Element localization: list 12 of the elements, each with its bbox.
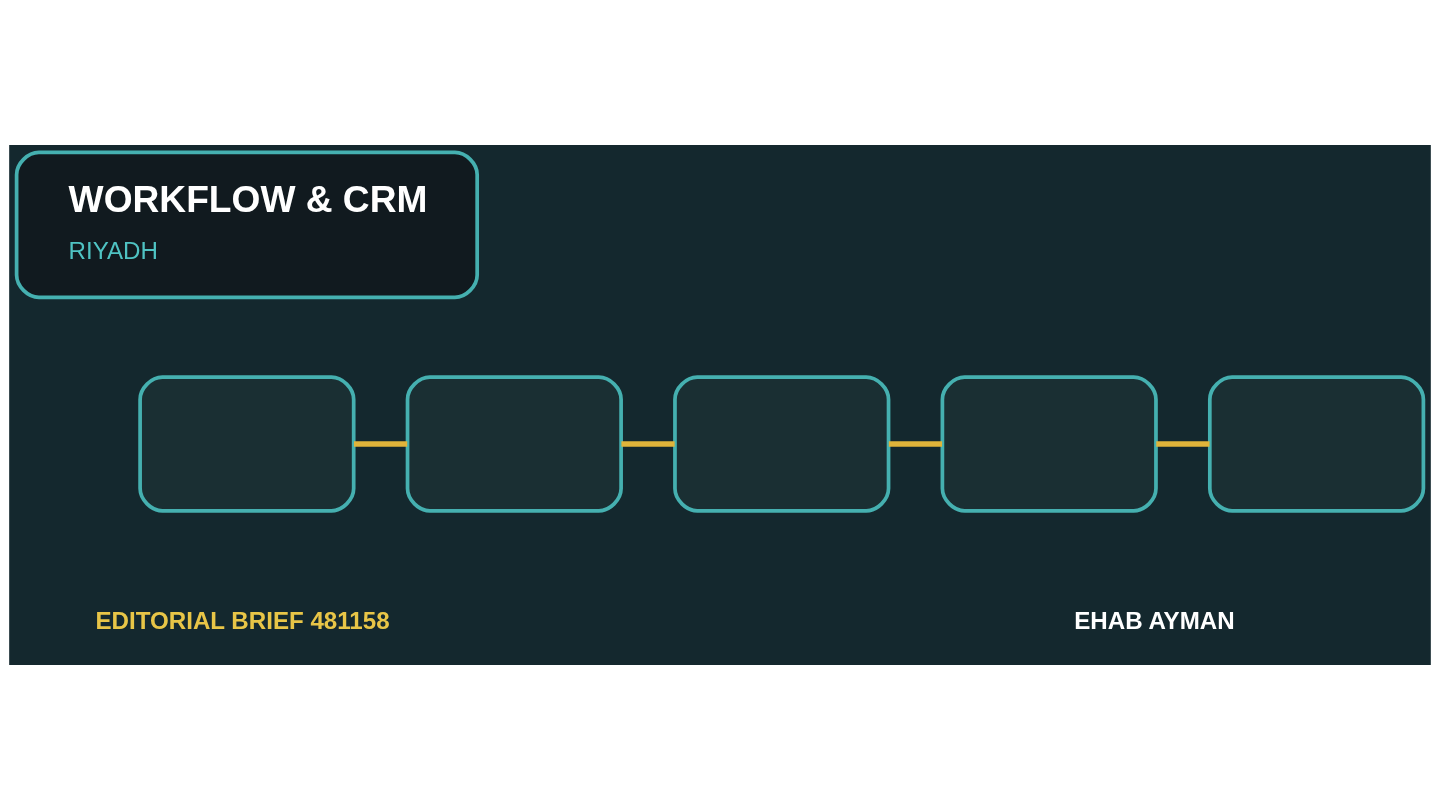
connector (621, 441, 675, 447)
label: EHAB AYMAN (1074, 606, 1235, 634)
connector (1156, 441, 1210, 447)
connector (354, 441, 408, 447)
node-box (673, 375, 891, 513)
connector (888, 441, 943, 447)
node-box (405, 375, 623, 513)
node-box (138, 375, 356, 513)
node-box (940, 375, 1158, 513)
node-box (1207, 375, 1426, 513)
node-box: WORKFLOW & CRM RIYADH (14, 150, 480, 300)
label: EDITORIAL BRIEF 481158 (95, 606, 390, 634)
